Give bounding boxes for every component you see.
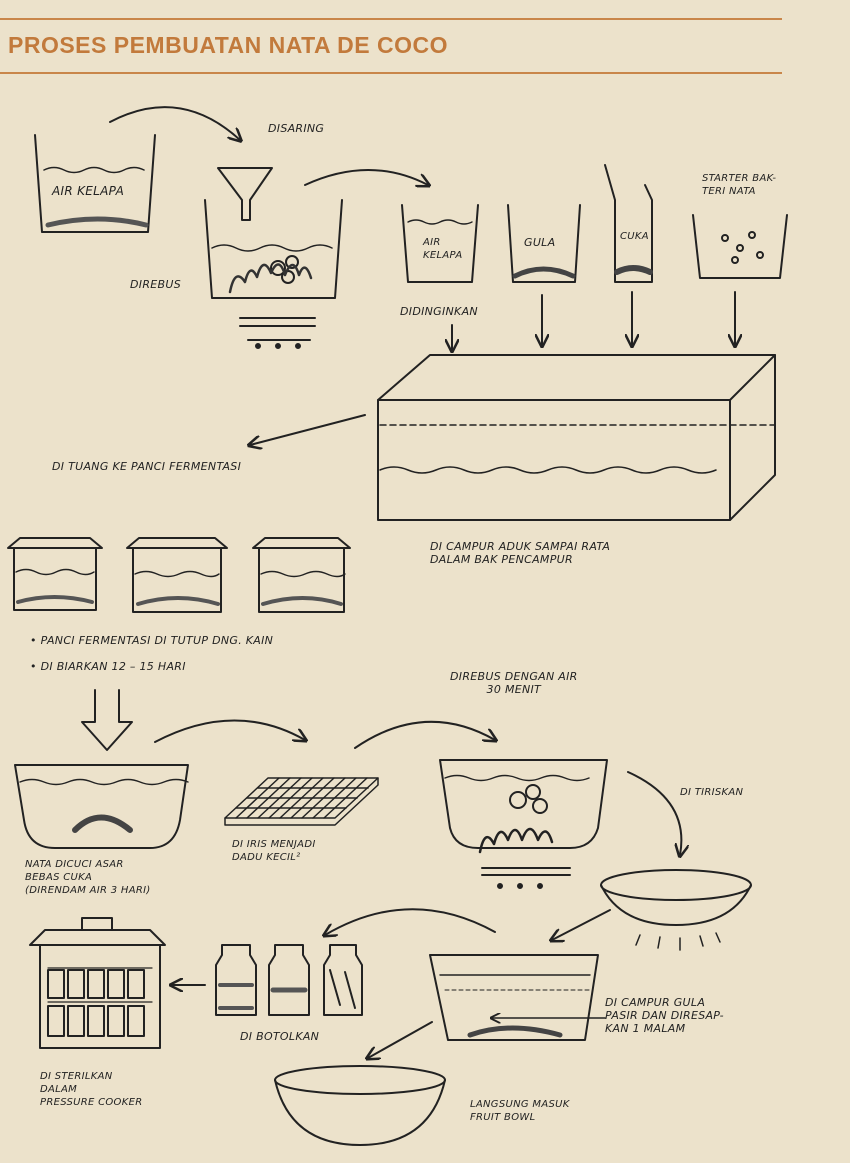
- diced-grid: [224, 777, 379, 826]
- label-panci-fermentasi: • PANCI FERMENTASI DI TUTUP DNG. KAIN: [30, 634, 274, 647]
- boiling-pot-2: [439, 759, 608, 889]
- pressure-cooker: [29, 917, 166, 1049]
- coconut-water-container: [34, 134, 156, 233]
- sugar-mixing-basin: [429, 954, 599, 1041]
- arrow-to-bottles: [325, 908, 496, 935]
- label-direbus-air: DIREBUS DENGAN AIR 30 MENIT: [450, 670, 578, 696]
- label-dicampur-gula: DI CAMPUR GULA PASIR DAN DIRESAP- KAN 1 …: [605, 996, 724, 1035]
- label-dituang: DI TUANG KE PANCI FERMENTASI: [52, 460, 242, 473]
- arrow-to-fermentation: [250, 414, 366, 445]
- label-diiris: DI IRIS MENJADI DADU KECIL²: [232, 839, 316, 863]
- label-disterilkan: DI STERILKAN DALAM PRESSURE COOKER: [40, 1071, 143, 1108]
- label-nata-dicuci: NATA DICUCI ASAR BEBAS CUKA (DIRENDAM AI…: [25, 859, 151, 896]
- arrow-to-fruit-bowl: [368, 1021, 433, 1058]
- label-gula: GULA: [524, 236, 556, 249]
- hollow-down-arrow: [81, 689, 133, 751]
- coconut-water-beaker: [401, 204, 479, 283]
- fruit-bowl: [274, 1065, 446, 1146]
- arrow-to-boil: [354, 720, 495, 749]
- label-air-kelapa-2: AIR KELAPA: [423, 237, 463, 261]
- label-ditiriskan: DI TIRISKAN: [680, 787, 744, 798]
- arrow-to-dice: [154, 719, 305, 743]
- label-cuka: CUKA: [620, 231, 649, 242]
- label-air-kelapa: AIR KELAPA: [52, 184, 125, 198]
- boiling-pot: [204, 167, 343, 349]
- fermentation-pans: [7, 537, 351, 613]
- label-dibiarkan: • DI BIARKAN 12 – 15 HARI: [30, 660, 186, 673]
- arrow-to-ingredients: [304, 169, 428, 185]
- sugar-beaker: [507, 204, 581, 283]
- page-title: PROSES PEMBUATAN NATA DE COCO: [8, 32, 449, 58]
- bottles: [215, 944, 363, 1016]
- mixing-tub: [377, 354, 776, 521]
- draining-bowl: [600, 869, 752, 951]
- label-dicampur-aduk: DI CAMPUR ADUK SAMPAI RATA DALAM BAK PEN…: [430, 540, 611, 566]
- label-disaring: DISARING: [268, 122, 325, 135]
- title-bar: PROSES PEMBUATAN NATA DE COCO: [0, 18, 782, 74]
- label-direbus: DIREBUS: [130, 278, 181, 291]
- starter-beaker: [692, 214, 788, 279]
- arrow-to-mix-sugar: [552, 909, 611, 940]
- arrow-to-drain: [627, 771, 681, 855]
- vinegar-beaker: [604, 164, 653, 283]
- arrow-to-filter: [109, 106, 240, 140]
- label-didinginkan: DIDINGINKAN: [400, 305, 478, 318]
- label-starter: STARTER BAK- TERI NATA: [702, 173, 777, 197]
- label-langsung: LANGSUNG MASUK FRUIT BOWL: [470, 1099, 570, 1123]
- label-dibotolkan: DI BOTOLKAN: [240, 1030, 320, 1043]
- washing-basin: [14, 764, 189, 849]
